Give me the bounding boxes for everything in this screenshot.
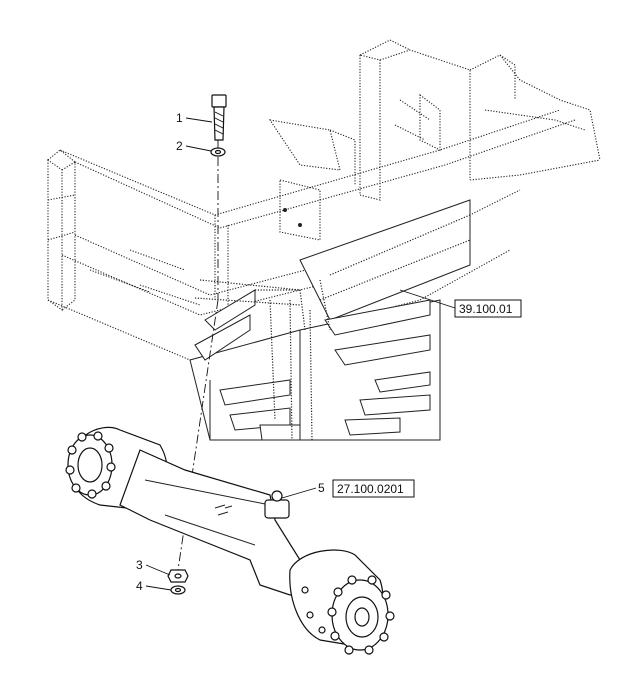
right-hub-studs	[327, 575, 395, 655]
callout-5-label: 5	[318, 481, 325, 495]
frame-reference-label: 39.100.01	[459, 302, 513, 316]
callout-1-label: 1	[176, 111, 183, 125]
nut	[167, 569, 189, 583]
washer-lower	[170, 585, 186, 595]
left-hub-studs	[65, 431, 116, 499]
callout-4-label: 4	[136, 579, 143, 593]
callout-2: 2	[176, 139, 212, 153]
callout-2-label: 2	[176, 139, 183, 153]
bolt	[211, 94, 227, 141]
callout-3: 3	[136, 558, 171, 576]
callout-5: 5	[281, 481, 325, 499]
axle-reference-box: 27.100.0201	[332, 479, 415, 498]
side-guard-plates	[189, 199, 471, 441]
axle-assembly	[65, 426, 395, 655]
callout-3-label: 3	[136, 558, 143, 572]
callout-4: 4	[136, 579, 172, 593]
callout-1: 1	[176, 111, 213, 125]
frame-reference-box: 39.100.01	[399, 289, 522, 318]
washer-upper	[210, 147, 226, 157]
axle-reference-label: 27.100.0201	[337, 482, 404, 496]
